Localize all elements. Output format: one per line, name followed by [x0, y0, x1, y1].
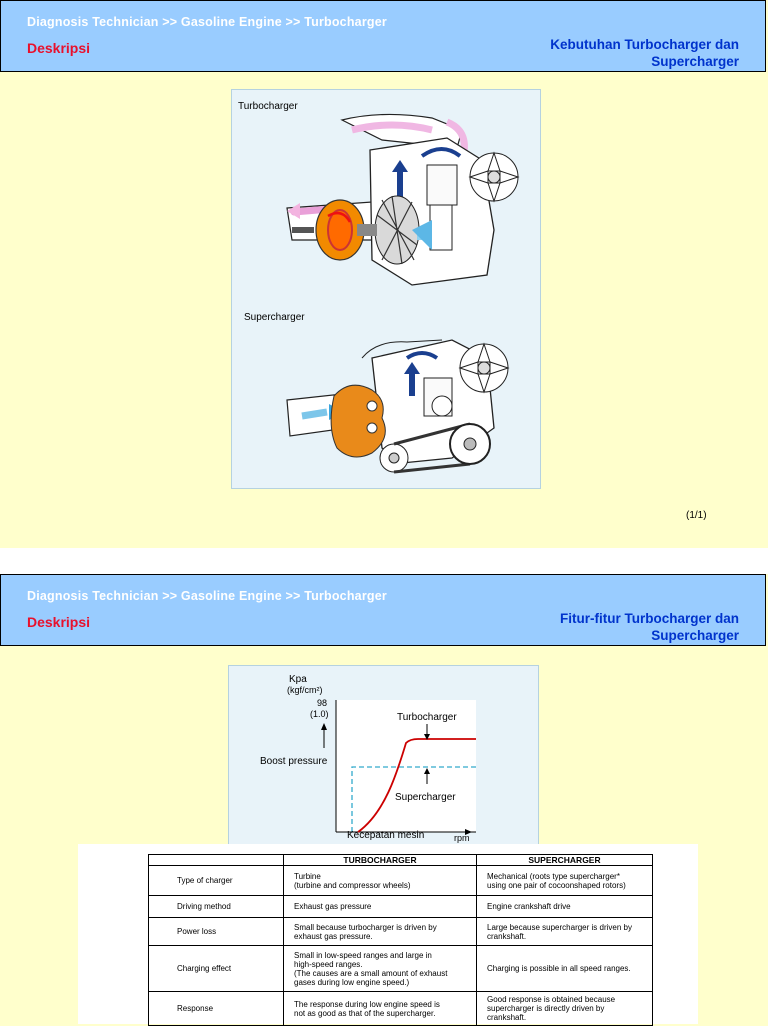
table-header-turbocharger: TURBOCHARGER: [283, 854, 477, 866]
y-axis-label: Kpa: [289, 674, 307, 685]
row-label-cell: Power loss: [148, 917, 284, 946]
table-header-cell: [148, 854, 284, 866]
row-label-cell: Driving method: [148, 895, 284, 918]
turbo-callout-arrow: [424, 734, 430, 740]
y-tick-98: 98: [317, 698, 327, 708]
slide-1: Diagnosis Technician >> Gasoline Engine …: [0, 0, 766, 521]
breadcrumb[interactable]: Diagnosis Technician >> Gasoline Engine …: [27, 15, 387, 29]
table-header-supercharger: SUPERCHARGER: [476, 854, 653, 866]
y-pointer-arrowhead: [321, 723, 327, 730]
engine-illustration-panel: Turbocharger Supercharger: [231, 89, 541, 489]
x-axis-label: Kecepatan mesin: [347, 830, 424, 841]
turbocharger-cell: The response during low engine speed is …: [283, 991, 477, 1026]
row-label-cell: Response: [148, 991, 284, 1026]
turbocharger-label: Turbocharger: [238, 101, 298, 112]
super-callout-arrow: [424, 768, 430, 774]
section-title: Deskripsi: [27, 614, 91, 630]
turbocharger-engine-illustration: [286, 113, 520, 286]
supercharger-label: Supercharger: [244, 312, 305, 323]
page-title-line-2: Supercharger: [651, 54, 739, 69]
slide-2: Diagnosis Technician >> Gasoline Engine …: [0, 574, 768, 1026]
slide-header: Diagnosis Technician >> Gasoline Engine …: [0, 574, 766, 646]
supercharger-cell: Mechanical (roots type supercharger* usi…: [476, 865, 653, 896]
turbocharger-cell: Small because turbocharger is driven by …: [283, 917, 477, 946]
section-title: Deskripsi: [27, 40, 91, 56]
turbocharger-cell: Small in low-speed ranges and large in h…: [283, 945, 477, 992]
row-label-cell: Charging effect: [148, 945, 284, 992]
x-axis-arrowhead: [465, 829, 472, 835]
boost-pressure-label: Boost pressure: [260, 756, 328, 767]
y-tick-1-0: (1.0): [310, 709, 329, 719]
comparison-table-panel: TURBOCHARGER SUPERCHARGER Type of charge…: [78, 844, 698, 1026]
supercharger-cell: Engine crankshaft drive: [476, 895, 653, 918]
y-axis-unit: (kgf/cm²): [287, 685, 323, 695]
breadcrumb[interactable]: Diagnosis Technician >> Gasoline Engine …: [27, 589, 387, 603]
page-title-line-1: Kebutuhan Turbocharger dan: [550, 37, 739, 52]
boost-chart-svg: Kpa (kgf/cm²) 98 (1.0) Boost pressure Tu…: [260, 674, 476, 843]
boost-pressure-chart: Kpa (kgf/cm²) 98 (1.0) Boost pressure Tu…: [228, 665, 539, 845]
legend-supercharger: Supercharger: [395, 792, 456, 803]
table-header-row: TURBOCHARGER SUPERCHARGER: [148, 854, 653, 866]
comparison-table: TURBOCHARGER SUPERCHARGER Type of charge…: [148, 854, 653, 1026]
turbocharger-cell: Turbine (turbine and compressor wheels): [283, 865, 477, 896]
page-title-line-1: Fitur-fitur Turbocharger dan: [560, 611, 739, 626]
supercharger-cell: Good response is obtained because superc…: [476, 991, 653, 1026]
page-title-line-2: Supercharger: [651, 628, 739, 643]
series-line-turbocharger: [357, 738, 476, 833]
legend-turbocharger: Turbocharger: [397, 712, 457, 723]
series-line-supercharger: [351, 766, 476, 832]
x-axis-unit: rpm: [454, 833, 470, 843]
plot-area: [336, 700, 476, 832]
supercharger-cell: Charging is possible in all speed ranges…: [476, 945, 653, 992]
supercharger-engine-illustration: [286, 339, 510, 474]
slide-separator: [0, 548, 768, 574]
page-title: Fitur-fitur Turbocharger dan Supercharge…: [479, 610, 739, 644]
turbocharger-cell: Exhaust gas pressure: [283, 895, 477, 918]
slide-header: Diagnosis Technician >> Gasoline Engine …: [0, 0, 766, 72]
supercharger-cell: Large because supercharger is driven by …: [476, 917, 653, 946]
page-title: Kebutuhan Turbocharger dan Supercharger: [479, 36, 739, 70]
row-label-cell: Type of charger: [148, 865, 284, 896]
page-number: (1/1): [686, 510, 707, 521]
